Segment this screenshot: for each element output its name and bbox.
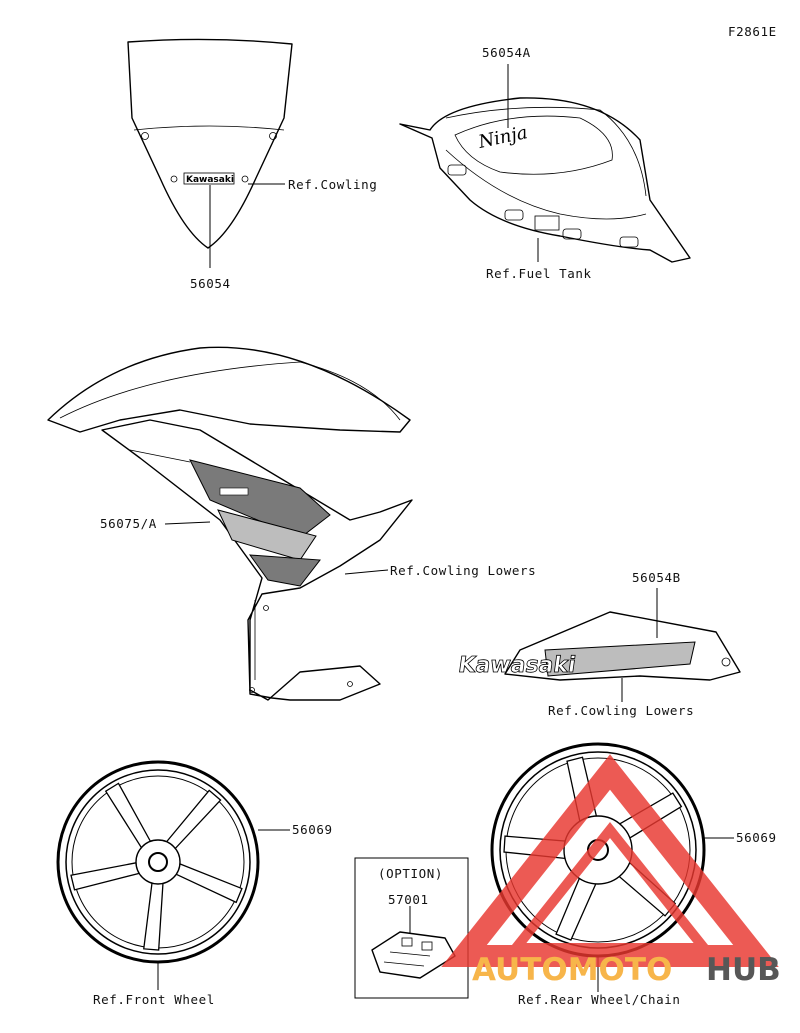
main-cowling — [47, 346, 413, 701]
label-56054: 56054 — [190, 276, 231, 291]
label-ref-front-wheel: Ref.Front Wheel — [93, 992, 215, 1007]
label-ref-rear-wheel: Ref.Rear Wheel/Chain — [518, 992, 681, 1007]
label-56054A: 56054A — [482, 45, 531, 60]
lower-brand-text: Kawasaki — [457, 652, 578, 678]
label-ref-cowling-lowers-1: Ref.Cowling Lowers — [390, 563, 536, 578]
label-option: (OPTION) — [378, 866, 443, 881]
windshield-brand-decal — [183, 172, 235, 185]
label-57001: 57001 — [388, 892, 429, 907]
label-56054B: 56054B — [632, 570, 681, 585]
windshield: Kawasaki — [127, 38, 293, 268]
label-56075A: 56075/A — [100, 516, 157, 531]
label-ref-cowling: Ref.Cowling — [288, 177, 377, 192]
windshield-brand-text: Kawasaki — [186, 175, 234, 185]
label-ref-fuel-tank: Ref.Fuel Tank — [486, 266, 592, 281]
label-56069-rear: 56069 — [736, 830, 777, 845]
watermark-text-2: HUB — [706, 952, 781, 988]
fuel-tank: Ninja — [399, 64, 691, 263]
figure-code: F2861E — [728, 24, 777, 39]
option-box — [354, 857, 469, 999]
label-ref-cowling-lowers-2: Ref.Cowling Lowers — [548, 703, 694, 718]
lower-cowling: Kawasaki — [456, 588, 741, 702]
front-wheel — [56, 760, 290, 990]
label-56069-front: 56069 — [292, 822, 333, 837]
watermark-logo: AUTOMOTO HUB — [441, 754, 781, 988]
watermark-text-1: AUTOMOTO — [472, 952, 672, 988]
